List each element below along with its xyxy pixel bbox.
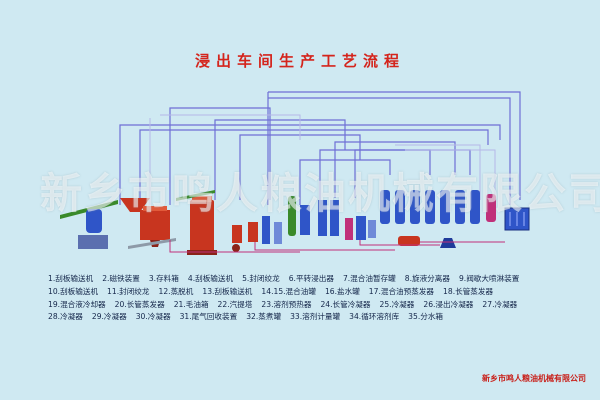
legend-row: 1.刮板输送机 2.磁铁装置 3.存料箱 4.刮板输送机 5.封闭绞龙 6.平转浸出器 7.…	[48, 273, 578, 286]
legend-item: 13.刮板输送机	[202, 286, 253, 296]
legend-item: 11.封闭绞龙	[107, 286, 150, 296]
legend-item: 8.旋液分离器	[404, 274, 450, 283]
legend-item: 33.溶剂计量罐	[290, 312, 341, 322]
evaporators	[288, 196, 376, 240]
legend-item: 1.刮板输送机	[48, 274, 94, 283]
legend-row: 10.刮板输送机 11.封闭绞龙 12.蒸脱机 13.刮板输送机 14.15.混合油罐 1…	[48, 286, 578, 299]
storage-bin	[78, 235, 108, 249]
legend-item: 29.冷凝器	[91, 312, 127, 322]
legend-item: 10.刮板输送机	[48, 286, 99, 296]
sealed-auger	[128, 238, 176, 249]
legend-item: 20.长管蒸发器	[114, 299, 165, 309]
legend-item: 27.冷凝器	[482, 299, 518, 309]
legend-item: 24.长管冷凝器	[320, 299, 371, 309]
legend-item: 12.蒸脱机	[158, 286, 194, 296]
legend-item: 7.混合油暂存罐	[342, 274, 396, 283]
legend-item: 9.阀歇大喷淋装置	[458, 274, 520, 283]
legend-item: 30.冷凝器	[135, 312, 171, 322]
miscella-tanks	[232, 216, 282, 252]
legend-item: 2.磁铁装置	[102, 274, 140, 283]
legend-row: 28.冷凝器 29.冷凝器 30.冷凝器 31.尾气回收装置 32.蒸煮罐 33.溶剂计量…	[48, 311, 578, 324]
legend-row: 19.混合液冷却器 20.长管蒸发器 21.毛油箱 22.汽提塔 23.溶剂预热器 24.…	[48, 299, 578, 312]
legend-item: 25.冷凝器	[379, 299, 415, 309]
company-name: 新乡市鸣人粮油机械有限公司	[482, 374, 586, 383]
page-title: 浸出车间生产工艺流程	[194, 52, 405, 70]
legend-item: 26.浸出冷凝器	[423, 299, 474, 309]
process-pipe-network	[149, 114, 496, 205]
solvent-depot	[398, 236, 456, 248]
legend-item: 3.存料箱	[148, 274, 179, 283]
legend-item: 22.汽提塔	[217, 299, 253, 309]
legend-item: 28.冷凝器	[48, 312, 83, 322]
legend-item: 32.蒸煮罐	[246, 312, 282, 322]
legend-item: 18.长管蒸发器	[443, 286, 494, 296]
legend-item: 14.15.混合油罐	[261, 286, 316, 296]
vapor-pipe-network	[119, 91, 521, 205]
legend-item: 5.封闭绞龙	[242, 274, 280, 283]
legend-item: 23.溶剂预热器	[261, 299, 312, 309]
magnet-device	[86, 209, 102, 233]
legend-item: 16.盐水罐	[324, 286, 360, 296]
legend-item: 4.刮板输送机	[187, 274, 234, 283]
legend-item: 21.毛油箱	[173, 299, 209, 309]
legend-item: 31.尾气回收装置	[179, 312, 238, 322]
legend-item: 35.分水箱	[408, 312, 444, 322]
legend-item: 34.循环溶剂库	[349, 312, 400, 322]
legend-item: 6.平转浸出器	[288, 274, 334, 283]
scraper-conveyor-4	[176, 190, 215, 201]
legend-item: 17.混合油预蒸发器	[368, 286, 435, 296]
legend-item: 19.混合液冷却器	[48, 299, 106, 309]
desolventizer-toaster	[187, 196, 217, 255]
equipment-legend: 1.刮板输送机 2.磁铁装置 3.存料箱 4.刮板输送机 5.封闭绞龙 6.平转浸出器 7.…	[48, 273, 578, 324]
feed-section	[60, 198, 150, 249]
liquid-pipe-network	[169, 240, 505, 253]
hopper	[120, 198, 150, 212]
condenser-bank	[380, 190, 496, 224]
tail-gas-recovery	[504, 207, 530, 231]
